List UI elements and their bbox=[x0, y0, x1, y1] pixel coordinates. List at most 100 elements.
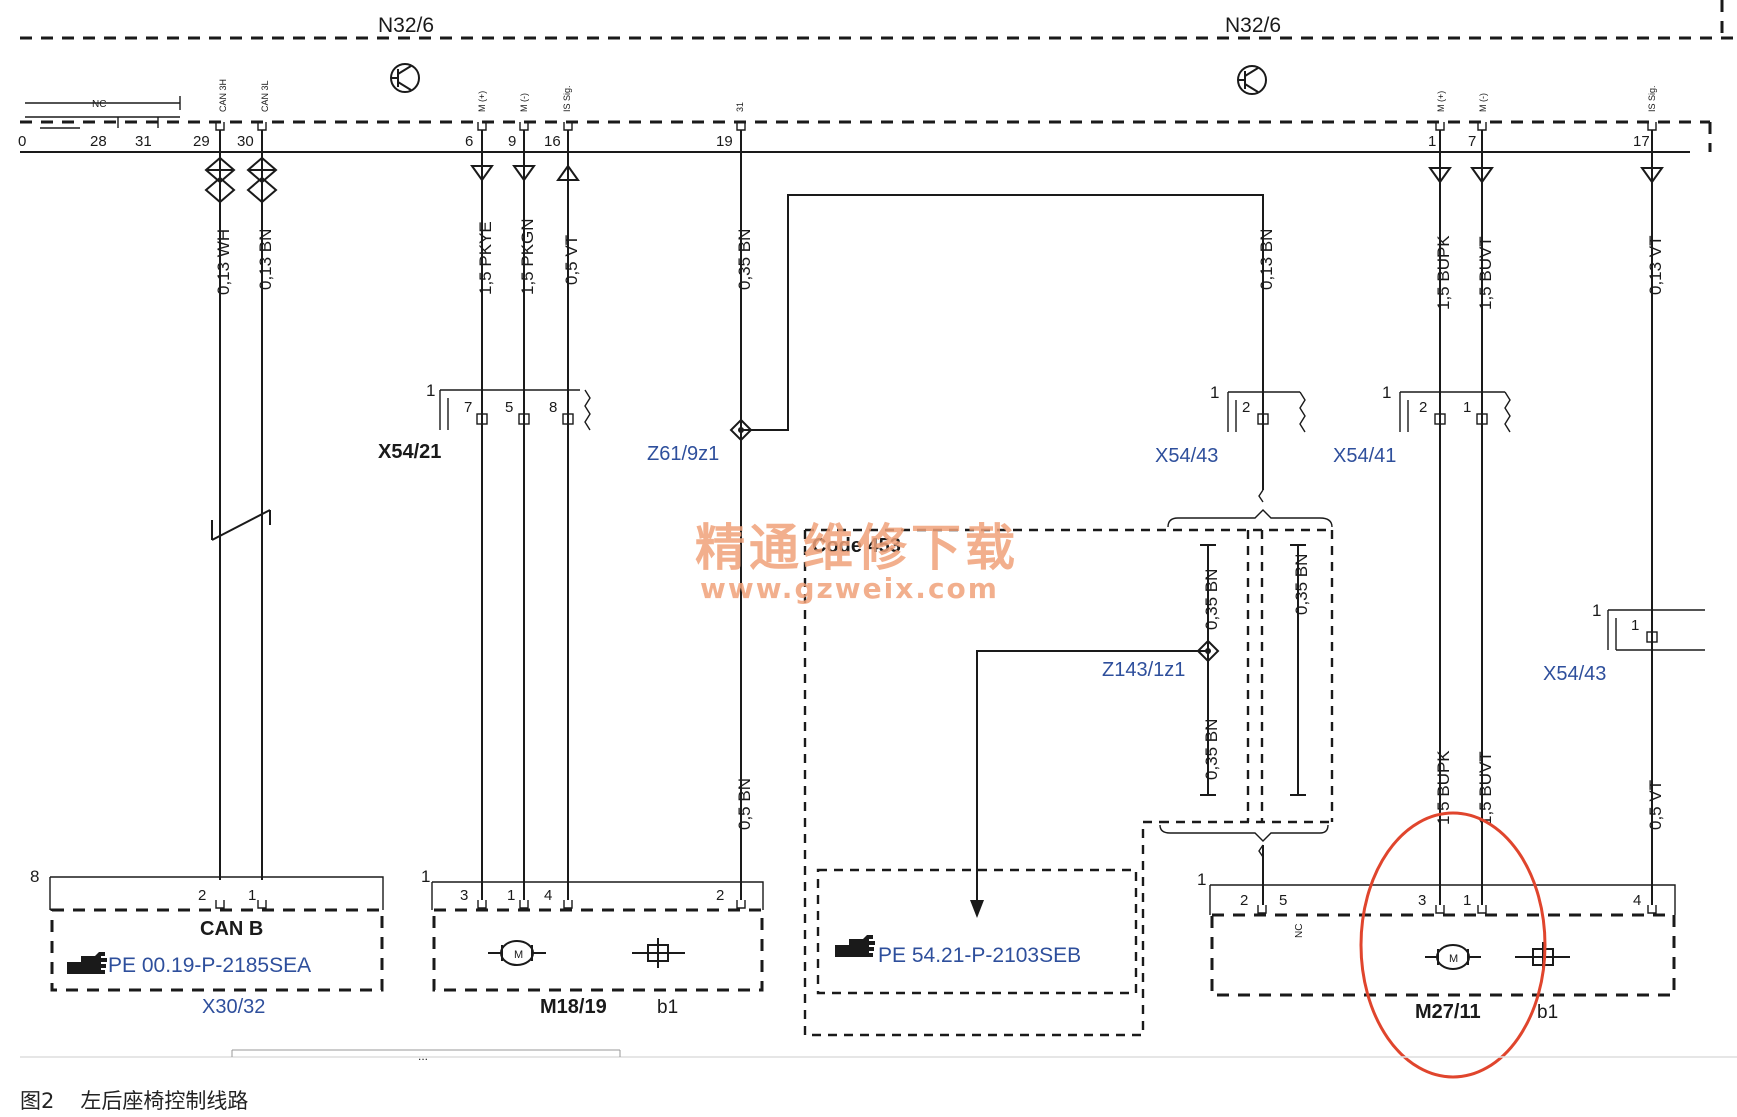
pin-label-motor-minus: M (-) bbox=[1478, 93, 1488, 112]
wire-label: 0,13 BN bbox=[1257, 229, 1276, 290]
top-pin-terminals bbox=[215, 122, 1657, 131]
component-title: CAN B bbox=[200, 918, 263, 940]
connector-x54-41 bbox=[1399, 391, 1511, 433]
wire-label: 0,13 VT bbox=[1646, 235, 1665, 295]
pin-label-can-h: CAN 3H bbox=[218, 79, 228, 112]
connector-pin: 7 bbox=[464, 399, 472, 416]
component-sub: b1 bbox=[657, 997, 678, 1018]
motor-symbol: M bbox=[1449, 953, 1458, 965]
control-unit-label-left: N32/6 bbox=[378, 14, 434, 37]
connector-x54-43-b bbox=[1607, 609, 1705, 651]
reference-link[interactable]: PE 54.21-P-2103SEB bbox=[878, 944, 1081, 967]
watermark-url: www.gzweix.com bbox=[700, 572, 999, 605]
splice-label: Z61/9z1 bbox=[647, 443, 719, 465]
connector-pin: 1 bbox=[1463, 399, 1471, 416]
wire-label: 0,13 BN bbox=[256, 229, 275, 290]
component-pin: 5 bbox=[1279, 892, 1287, 909]
code-label: Code 453 bbox=[812, 535, 901, 557]
component-sub: b1 bbox=[1537, 1002, 1558, 1023]
motor-icon bbox=[1425, 944, 1481, 970]
component-id: X30/32 bbox=[202, 996, 265, 1018]
pin-number: 7 bbox=[1468, 133, 1476, 150]
m27-11-wires bbox=[1428, 130, 1664, 905]
connector-frame-number: 1 bbox=[426, 381, 435, 400]
control-unit-label-right: N32/6 bbox=[1225, 14, 1281, 37]
connector-label: X54/43 bbox=[1543, 663, 1606, 685]
watermark-title: 精通维修下载 bbox=[695, 518, 1019, 577]
reference-link[interactable]: PE 00.19-P-2185SEA bbox=[108, 954, 311, 977]
component-frame-number: 1 bbox=[1197, 870, 1206, 889]
connector-x54-21 bbox=[439, 389, 591, 431]
wire-label: 0,35 BN bbox=[1202, 719, 1221, 780]
component-pin: 1 bbox=[248, 887, 256, 904]
component-pin: 2 bbox=[716, 887, 724, 904]
wire-label: 1,5 BUPK bbox=[1434, 235, 1453, 310]
component-m18-19 bbox=[431, 881, 764, 992]
component-pin: 3 bbox=[1418, 892, 1426, 909]
pin-label-is-sig: IS Sig. bbox=[562, 85, 572, 112]
motor-symbol: M bbox=[514, 949, 523, 961]
connector-pin: 5 bbox=[505, 399, 513, 416]
pin-number: 31 bbox=[135, 133, 152, 150]
connector-frame-number: 1 bbox=[1382, 383, 1391, 402]
component-id: M18/19 bbox=[540, 996, 607, 1018]
pointing-hand-icon bbox=[835, 935, 875, 957]
component-pin: 1 bbox=[1463, 892, 1471, 909]
pin-number: 16 bbox=[544, 133, 561, 150]
pin-number: 28 bbox=[90, 133, 107, 150]
wire-label: 0,35 BN bbox=[1202, 569, 1221, 630]
pin-number: 9 bbox=[508, 133, 516, 150]
pointing-hand-icon bbox=[67, 952, 107, 974]
connector-frame-number: 1 bbox=[1592, 601, 1601, 620]
connector-label: X54/21 bbox=[378, 441, 441, 463]
pin-label-can-l: CAN 3L bbox=[260, 80, 270, 112]
reference-box-pe54 bbox=[816, 868, 1138, 995]
wire-label: 1,5 PKYE bbox=[476, 221, 495, 295]
connector-x54-43-a bbox=[1227, 391, 1306, 503]
nc-bracket bbox=[25, 96, 181, 129]
code-453-region bbox=[803, 509, 1334, 1037]
pin-number: 1 bbox=[1428, 133, 1436, 150]
component-pin: 1 bbox=[507, 887, 515, 904]
component-frame-number: 1 bbox=[421, 867, 430, 886]
pin-label-motor-plus: M (+) bbox=[477, 91, 487, 112]
pin-label-motor-minus: M (-) bbox=[519, 93, 529, 112]
component-pin: 4 bbox=[544, 887, 552, 904]
wire-label: 0,35 BN bbox=[1292, 554, 1311, 615]
pin-label-31: 31 bbox=[735, 102, 745, 112]
highlight-circle bbox=[1359, 811, 1547, 1079]
connector-pin: 2 bbox=[1242, 399, 1250, 416]
bottom-divider bbox=[20, 1049, 1737, 1058]
pin-number: 29 bbox=[193, 133, 210, 150]
wire-label: 1,5 BUVT bbox=[1476, 751, 1495, 825]
connector-pin: 8 bbox=[549, 399, 557, 416]
transistor-icon bbox=[1237, 65, 1267, 95]
pin-number: 0 bbox=[18, 133, 26, 150]
bottom-fragment: ... bbox=[418, 1049, 428, 1063]
wiring-diagram: N32/6 N32/6 NC 0 28 31 29 30 6 9 16 19 1… bbox=[18, 0, 1737, 1079]
pin-number: 17 bbox=[1633, 133, 1650, 150]
pin-number: 6 bbox=[465, 133, 473, 150]
component-pin: 2 bbox=[1240, 892, 1248, 909]
component-frame-number: 8 bbox=[30, 867, 39, 886]
connector-pin: 1 bbox=[1631, 617, 1639, 634]
pin-label-is-sig: IS Sig. bbox=[1647, 85, 1657, 112]
component-id: M27/11 bbox=[1415, 1001, 1481, 1023]
wire-label: 0,5 VT bbox=[1646, 780, 1665, 830]
hall-sensor-icon bbox=[632, 938, 685, 968]
nc-label: NC bbox=[92, 99, 106, 110]
wire-label: 1,5 BUVT bbox=[1476, 236, 1495, 310]
connector-pin: 2 bbox=[1419, 399, 1427, 416]
nc-label: NC bbox=[1294, 924, 1305, 938]
connector-label: X54/43 bbox=[1155, 445, 1218, 467]
m18-19-wires bbox=[470, 130, 580, 900]
component-pin: 3 bbox=[460, 887, 468, 904]
component-pin: 4 bbox=[1633, 892, 1641, 909]
figure-number: 图2 bbox=[20, 1089, 55, 1113]
transistor-icon bbox=[390, 63, 420, 93]
wire-label: 0,5 BN bbox=[735, 778, 754, 830]
control-unit-frame bbox=[20, 0, 1737, 153]
connector-frame-number: 1 bbox=[1210, 383, 1219, 402]
can-wires bbox=[204, 130, 278, 880]
component-pin: 2 bbox=[198, 887, 206, 904]
